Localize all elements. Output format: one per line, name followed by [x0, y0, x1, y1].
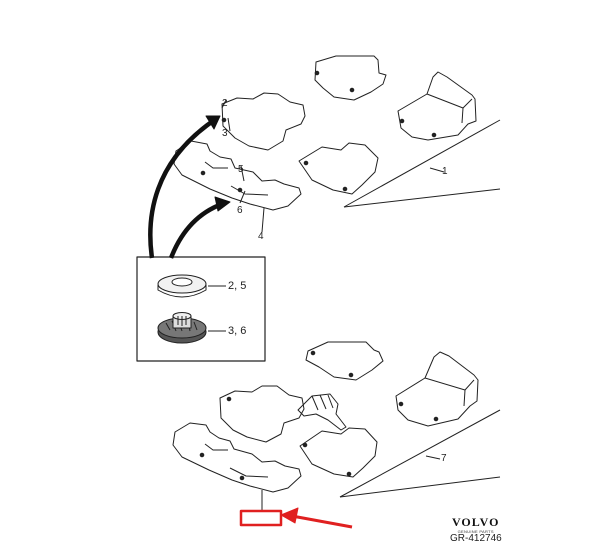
callout-5: 5 [238, 164, 244, 175]
mat-rear-right [298, 142, 379, 195]
inset-box [136, 256, 266, 362]
mat-front-left-b [219, 385, 305, 443]
mat-rear-left-b [172, 422, 302, 493]
brand-name: VOLVO [452, 515, 500, 529]
floor-mat-set-top [173, 55, 501, 211]
callout-1: 1 [442, 166, 448, 177]
highlight-box [239, 509, 283, 527]
mat-rear-center-b [305, 341, 384, 381]
brand-subtitle: GENUINE PARTS [457, 529, 494, 534]
inset-label-3-6: 3, 6 [228, 325, 247, 337]
highlight-arrow [291, 514, 353, 529]
callout-3: 3 [222, 128, 228, 139]
mat-front-right [397, 71, 477, 141]
arrow-to-5-6 [168, 201, 223, 259]
mat-rear-right-b [299, 427, 378, 478]
volvo-logo: VOLVO GENUINE PARTS [452, 515, 499, 534]
mat-front-left [221, 92, 306, 151]
arrow-to-2-3 [148, 119, 215, 259]
floor-mat-set-bottom [172, 341, 501, 498]
reference-code: GR-412746 [450, 533, 502, 544]
callout-2: 2 [222, 98, 228, 109]
threaded-clip [157, 312, 207, 344]
mat-rear-left [173, 140, 302, 211]
mat-front-right-b [395, 351, 479, 427]
inset-label-2-5: 2, 5 [228, 280, 247, 292]
callout-7: 7 [441, 453, 447, 464]
callout-6: 6 [237, 205, 243, 216]
mat-tunnel [297, 393, 347, 431]
callout-4: 4 [258, 231, 264, 242]
mat-rear-center [314, 55, 387, 101]
